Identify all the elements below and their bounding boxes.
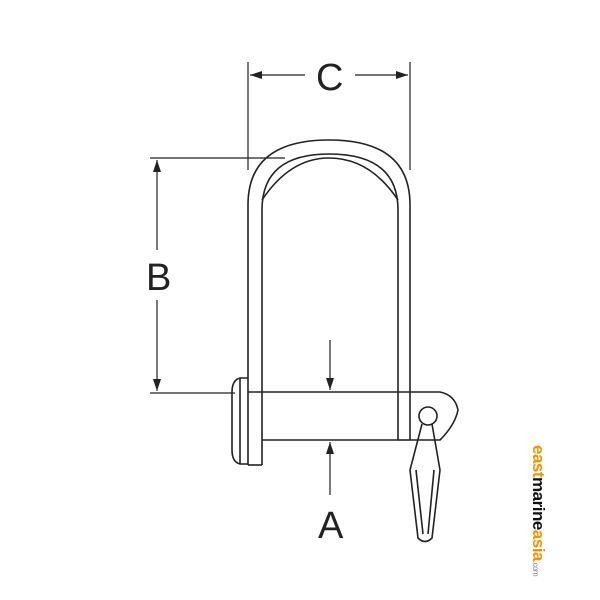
safety-clip [409, 423, 441, 543]
pin-ring [418, 406, 438, 426]
pin-head [231, 377, 248, 465]
eastmarineasia-logo: eastmarineasia.com [529, 445, 548, 577]
dimension-b-label: B [146, 257, 171, 299]
dimension-c-label: C [316, 57, 343, 99]
pin [248, 391, 459, 441]
shackle-body-outer [247, 139, 411, 465]
dimension-a-label: A [318, 505, 344, 547]
shackle-body-inner [261, 153, 399, 465]
